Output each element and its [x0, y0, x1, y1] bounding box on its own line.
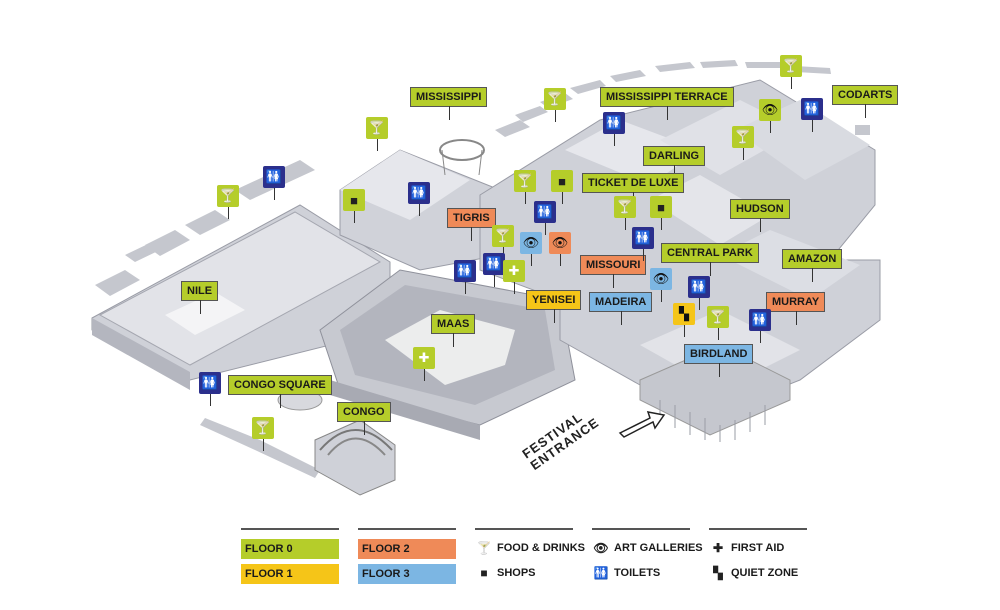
legend-quiet-zone-label: QUIET ZONE — [731, 567, 799, 579]
venue-label-amazon[interactable]: AMAZON — [782, 249, 843, 282]
venue-label-maas[interactable]: MAAS — [431, 314, 476, 347]
venue-label-codarts[interactable]: CODARTS — [832, 85, 899, 118]
food-drinks-icon[interactable]: 🍸 — [217, 185, 239, 219]
legend-art-galleries-label: ART GALLERIES — [614, 542, 703, 554]
legend-art-galleries: 👁 ART GALLERIES — [593, 541, 703, 555]
food-drinks-icon[interactable]: 🍸 — [614, 196, 636, 230]
food-drinks-icon: 🍸 — [476, 541, 492, 555]
venue-label-hudson[interactable]: HUDSON — [730, 199, 790, 232]
legend-quiet-zone: ▚ QUIET ZONE — [711, 566, 798, 580]
quiet-zone-icon[interactable]: ▚ — [673, 303, 695, 337]
venue-label-madeira[interactable]: MADEIRA — [589, 292, 653, 325]
toilets-icon[interactable]: 🚻 — [408, 182, 430, 216]
legend-floor-2: FLOOR 2 — [358, 539, 456, 559]
food-drinks-icon[interactable]: 🍸 — [780, 55, 802, 89]
legend-floors-col-2 — [358, 528, 456, 530]
venue-label-congo[interactable]: CONGO — [337, 402, 391, 435]
venue-label-murray[interactable]: MURRAY — [766, 292, 826, 325]
legend-toilets-label: TOILETS — [614, 567, 661, 579]
venue-label-darling[interactable]: DARLING — [643, 146, 706, 179]
shops-icon[interactable]: ■ — [650, 196, 672, 230]
legend-facilities-col-1 — [475, 528, 573, 530]
toilets-icon[interactable]: 🚻 — [483, 253, 505, 287]
food-drinks-icon[interactable]: 🍸 — [492, 225, 514, 259]
food-drinks-icon[interactable]: 🍸 — [514, 170, 536, 204]
venue-label-congo-square[interactable]: CONGO SQUARE — [228, 375, 332, 408]
legend-floors-col-1 — [241, 528, 339, 530]
toilets-icon[interactable]: 🚻 — [263, 166, 285, 200]
toilets-icon: 🚻 — [593, 566, 609, 580]
venue-label-mississippi-terrace[interactable]: MISSISSIPPI TERRACE — [600, 87, 734, 120]
legend-food-drinks: 🍸 FOOD & DRINKS — [477, 541, 585, 555]
food-drinks-icon[interactable]: 🍸 — [252, 417, 274, 451]
legend-shops-label: SHOPS — [497, 567, 536, 579]
toilets-icon[interactable]: 🚻 — [603, 112, 625, 146]
venue-label-ticket-de-luxe[interactable]: TICKET DE LUXE — [582, 173, 685, 206]
shops-icon: ■ — [480, 566, 488, 580]
shops-icon[interactable]: ■ — [551, 170, 573, 204]
venue-label-tigris[interactable]: TIGRIS — [447, 208, 496, 241]
venue-label-nile[interactable]: NILE — [181, 281, 219, 314]
toilets-icon[interactable]: 🚻 — [632, 227, 654, 261]
venue-label-central-park[interactable]: CENTRAL PARK — [661, 243, 759, 276]
art-galleries-icon: 👁 — [593, 541, 609, 555]
food-drinks-icon[interactable]: 🍸 — [366, 117, 388, 151]
quiet-zone-icon: ▚ — [713, 566, 723, 580]
shops-icon[interactable]: ■ — [343, 189, 365, 223]
legend-floor-1: FLOOR 1 — [241, 564, 339, 584]
food-drinks-icon[interactable]: 🍸 — [707, 306, 729, 340]
toilets-icon[interactable]: 🚻 — [534, 201, 556, 235]
legend-food-drinks-label: FOOD & DRINKS — [497, 542, 585, 554]
toilets-icon[interactable]: 🚻 — [749, 309, 771, 343]
toilets-icon[interactable]: 🚻 — [199, 372, 221, 406]
art-galleries-icon[interactable]: 👁 — [650, 268, 672, 302]
legend-floor-0: FLOOR 0 — [241, 539, 339, 559]
food-drinks-icon[interactable]: 🍸 — [732, 126, 754, 160]
venue-label-mississippi[interactable]: MISSISSIPPI — [410, 87, 488, 120]
legend-floor-3: FLOOR 3 — [358, 564, 456, 584]
art-galleries-icon[interactable]: 👁 — [520, 232, 542, 266]
first-aid-icon: ✚ — [712, 541, 724, 555]
legend-first-aid-label: FIRST AID — [731, 542, 785, 554]
first-aid-icon[interactable]: ✚ — [503, 260, 525, 294]
legend-first-aid: ✚ FIRST AID — [711, 541, 784, 555]
art-galleries-icon[interactable]: 👁 — [759, 99, 781, 133]
art-galleries-icon[interactable]: 👁 — [549, 232, 571, 266]
legend-facilities-col-2 — [592, 528, 690, 530]
venue-label-birdland[interactable]: BIRDLAND — [684, 344, 754, 377]
legend-toilets: 🚻 TOILETS — [593, 566, 661, 580]
legend-shops: ■ SHOPS — [477, 566, 536, 580]
venue-label-missouri[interactable]: MISSOURI — [580, 255, 647, 288]
first-aid-icon[interactable]: ✚ — [413, 347, 435, 381]
food-drinks-icon[interactable]: 🍸 — [544, 88, 566, 122]
toilets-icon[interactable]: 🚻 — [454, 260, 476, 294]
legend-facilities-col-3 — [709, 528, 807, 530]
toilets-icon[interactable]: 🚻 — [801, 98, 823, 132]
venue-label-yenisei[interactable]: YENISEI — [526, 290, 582, 323]
toilets-icon[interactable]: 🚻 — [688, 276, 710, 310]
